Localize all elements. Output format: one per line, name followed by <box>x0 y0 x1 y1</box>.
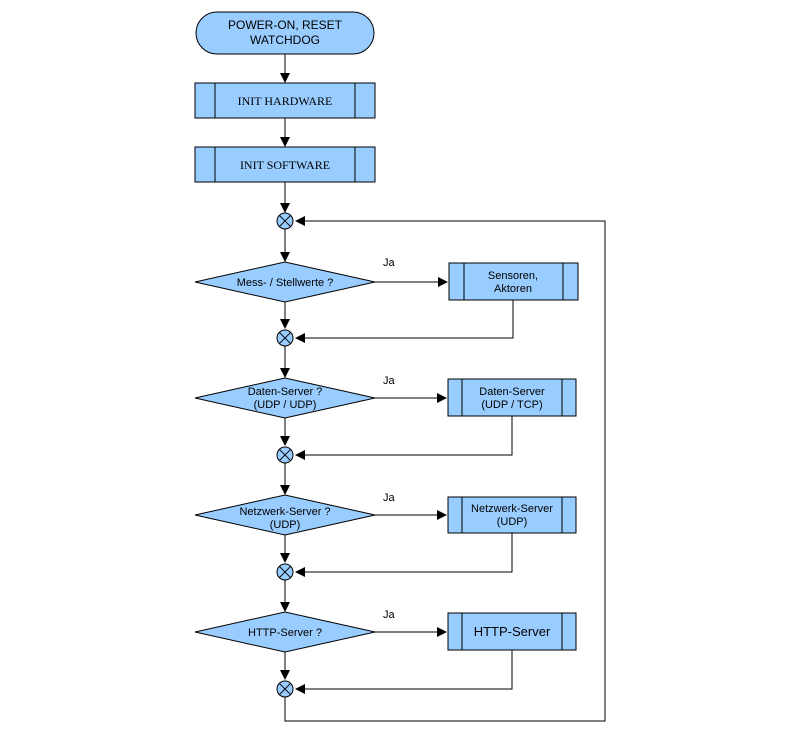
process-daten-server: Daten-Server (UDP / TCP) <box>447 378 577 417</box>
process-label-line2: (UDP / TCP) <box>481 399 542 411</box>
decision-label-line2: (UDP / UDP) <box>254 399 317 411</box>
decision-daten-server: Daten-Server ? (UDP / UDP) <box>194 377 376 419</box>
decision-netzwerk-server: Netzwerk-Server ? (UDP) <box>194 494 376 536</box>
process-label-line2: (UDP) <box>497 516 528 528</box>
summing-junction-icon <box>276 563 294 581</box>
return-arrow <box>295 300 514 343</box>
yes-label: Ja <box>383 609 396 621</box>
return-arrow <box>295 416 513 460</box>
init-hardware-label: INIT HARDWARE <box>238 94 333 108</box>
decision-label-line1: Daten-Server ? <box>248 386 323 398</box>
loop-back-arrow <box>284 216 606 722</box>
process-label-line1: Netzwerk-Server <box>471 503 553 515</box>
process-label: HTTP-Server <box>474 624 551 639</box>
return-arrow <box>295 650 513 694</box>
decision-label-line2: (UDP) <box>270 519 301 531</box>
process-label-line1: Daten-Server <box>479 386 545 398</box>
decision-label-line1: Netzwerk-Server ? <box>239 506 330 518</box>
summing-junction-icon <box>276 329 294 347</box>
process-http-server: HTTP-Server <box>447 612 577 651</box>
decision-mess-stellwerte: Mess- / Stellwerte ? <box>194 261 376 303</box>
process-netzwerk-server: Netzwerk-Server (UDP) <box>447 496 577 534</box>
init-hardware-process: INIT HARDWARE <box>194 82 376 119</box>
init-software-process: INIT SOFTWARE <box>194 146 376 183</box>
init-software-label: INIT SOFTWARE <box>240 158 330 172</box>
yes-label: Ja <box>383 375 396 387</box>
start-terminator: POWER-ON, RESET WATCHDOG <box>195 11 375 55</box>
summing-junction-icon <box>276 680 294 698</box>
yes-label: Ja <box>383 492 396 504</box>
start-label-line1: POWER-ON, RESET <box>228 18 343 32</box>
process-label-line1: Sensoren, <box>488 270 538 282</box>
process-sensoren-aktoren: Sensoren, Aktoren <box>448 262 579 301</box>
yes-label: Ja <box>383 257 396 269</box>
decision-label: HTTP-Server ? <box>248 627 322 639</box>
start-label-line2: WATCHDOG <box>250 33 320 47</box>
decision-label: Mess- / Stellwerte ? <box>237 277 334 289</box>
process-label-line2: Aktoren <box>494 283 532 295</box>
decision-http-server: HTTP-Server ? <box>194 611 376 653</box>
summing-junction-icon <box>276 446 294 464</box>
summing-junction-icon <box>276 212 294 230</box>
return-arrow <box>295 533 513 577</box>
